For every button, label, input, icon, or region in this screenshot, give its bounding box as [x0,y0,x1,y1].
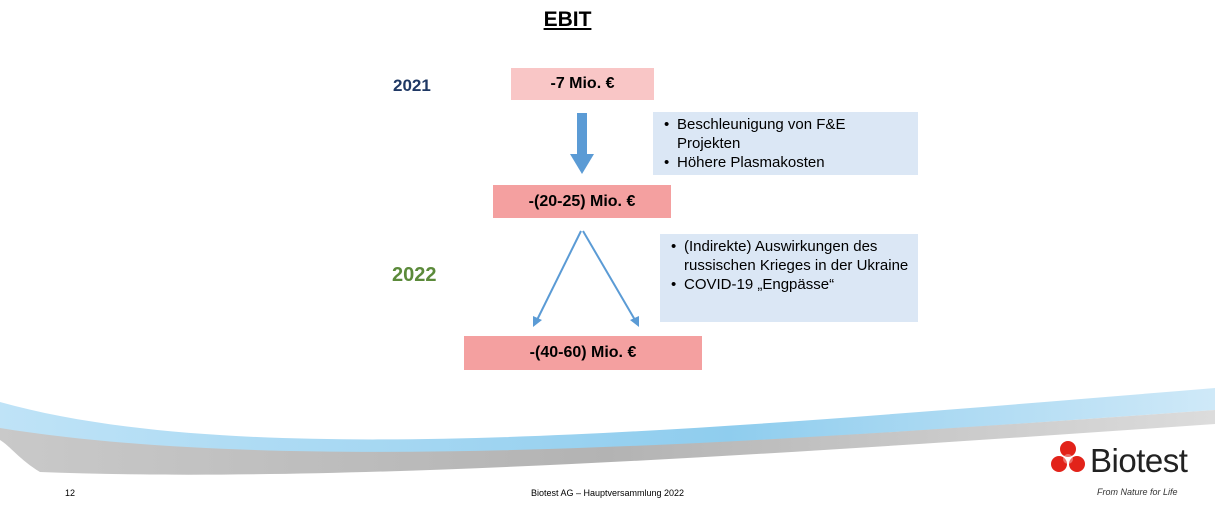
slide-title: EBIT [543,8,592,31]
note-box-first: Beschleunigung von F&E Projekten Höhere … [653,112,918,175]
note-box-second: (Indirekte) Auswirkungen des russischen … [660,234,918,322]
ebit-bottom-value: -(40-60) Mio. € [529,344,637,361]
decorative-swoosh [0,388,1215,475]
note-item: Höhere Plasmakosten [661,153,910,172]
ebit-forecast-bottom-box: -(40-60) Mio. € [464,336,702,370]
note-item: Beschleunigung von F&E Projekten [661,115,910,153]
down-arrow-icon [570,113,594,174]
split-arrow-right-icon [582,230,639,327]
year-2021-label: 2021 [393,76,431,95]
year-2022-label: 2022 [392,264,437,286]
ebit-middle-value: -(20-25) Mio. € [528,192,636,210]
ebit-2021-value: -7 Mio. € [550,75,615,92]
note-item: COVID-19 „Engpässe“ [668,275,910,294]
ebit-forecast-middle-box: -(20-25) Mio. € [493,185,671,218]
note-item: (Indirekte) Auswirkungen des russischen … [668,237,910,275]
ebit-2021-box: -7 Mio. € [511,68,654,100]
page-number: 12 [65,488,76,498]
split-arrow-left-icon [533,230,582,327]
biotest-logo-wordmark: Biotest [1090,442,1188,479]
footer-text: Biotest AG – Hauptversammlung 2022 [530,488,685,498]
biotest-logo-icon [1051,441,1085,472]
logo-tagline: From Nature for Life [1097,487,1178,497]
